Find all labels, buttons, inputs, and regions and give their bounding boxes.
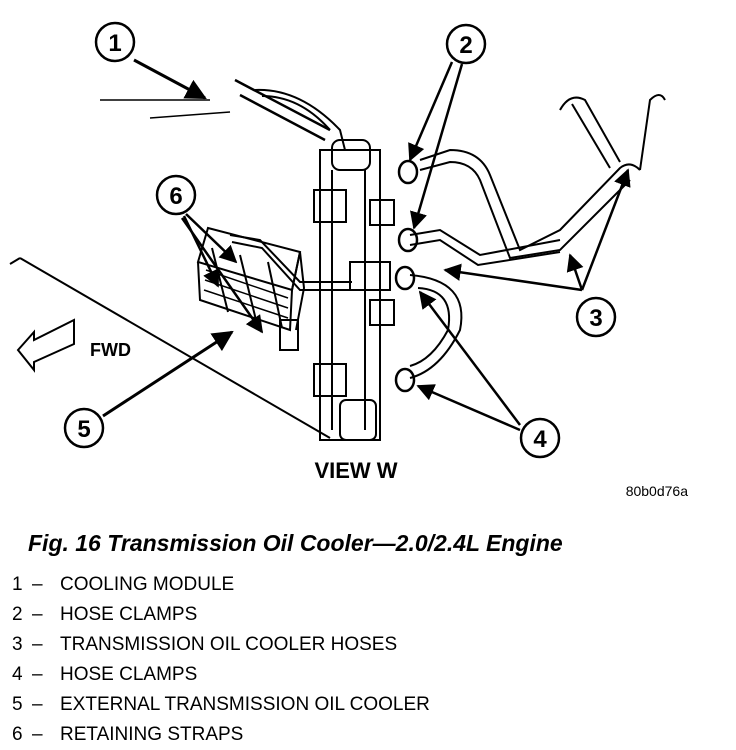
callout-4: 4 <box>416 290 561 459</box>
hose-clamps <box>394 159 419 393</box>
legend-label: HOSE CLAMPS <box>60 604 198 625</box>
legend-item: 6–RETAINING STRAPS <box>12 720 430 750</box>
transmission-oil-cooler-hoses <box>409 94 666 379</box>
legend-item: 1–COOLING MODULE <box>12 570 430 600</box>
legend-number: 3 <box>12 634 23 655</box>
figure-caption: Fig. 16 Transmission Oil Cooler—2.0/2.4L… <box>28 530 563 556</box>
legend-dash: – <box>32 604 43 625</box>
callout-3-number: 3 <box>589 305 602 332</box>
legend-label: COOLING MODULE <box>60 574 235 595</box>
legend-number: 2 <box>12 604 23 625</box>
callout-1-number: 1 <box>108 30 121 57</box>
callout-1: 1 <box>94 21 207 100</box>
callout-2-number: 2 <box>459 32 472 59</box>
legend-number: 4 <box>12 664 23 685</box>
image-code: 80b0d76a <box>626 483 689 499</box>
external-oil-cooler <box>196 226 352 351</box>
legend-number: 1 <box>12 574 23 595</box>
legend-item: 5–EXTERNAL TRANSMISSION OIL COOLER <box>12 690 430 720</box>
legend-label: EXTERNAL TRANSMISSION OIL COOLER <box>60 694 430 715</box>
legend-dash: – <box>32 574 43 595</box>
callout-6: 6 <box>155 174 264 334</box>
legend-item: 2–HOSE CLAMPS <box>12 600 430 630</box>
callout-3: 3 <box>443 168 631 338</box>
legend-list: 1–COOLING MODULE 2–HOSE CLAMPS 3–TRANSMI… <box>12 570 430 750</box>
retaining-straps <box>211 247 283 329</box>
legend-label: HOSE CLAMPS <box>60 664 198 685</box>
legend-number: 6 <box>12 724 23 745</box>
view-label: VIEW W <box>314 458 397 483</box>
legend-dash: – <box>32 694 43 715</box>
legend-dash: – <box>32 664 43 685</box>
legend-label: RETAINING STRAPS <box>60 724 244 745</box>
legend-item: 4–HOSE CLAMPS <box>12 660 430 690</box>
callout-5: 5 <box>63 330 234 449</box>
cooling-module <box>9 78 395 441</box>
callout-6-number: 6 <box>169 183 182 210</box>
fwd-arrow-icon <box>16 318 75 373</box>
legend-number: 5 <box>12 694 23 715</box>
callout-5-number: 5 <box>77 416 90 443</box>
legend-item: 3–TRANSMISSION OIL COOLER HOSES <box>12 630 430 660</box>
legend-dash: – <box>32 634 43 655</box>
legend-dash: – <box>32 724 43 745</box>
fwd-label: FWD <box>90 340 131 360</box>
legend-label: TRANSMISSION OIL COOLER HOSES <box>60 634 398 655</box>
oil-cooler-diagram: FWD 1 2 3 4 5 6 VIEW W <box>9 21 689 499</box>
callout-2: 2 <box>408 23 487 230</box>
callout-4-number: 4 <box>533 426 547 453</box>
